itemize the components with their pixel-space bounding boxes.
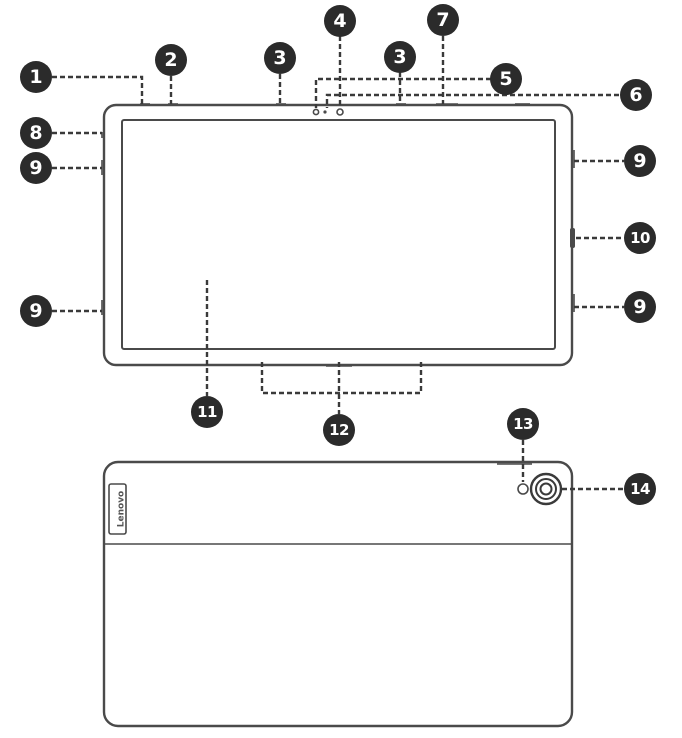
callout-badge-10: 10 bbox=[624, 222, 656, 254]
callout-badge-2: 2 bbox=[155, 44, 187, 76]
svg-text:12: 12 bbox=[329, 421, 349, 439]
usb-c-port bbox=[570, 228, 575, 248]
svg-text:13: 13 bbox=[513, 415, 533, 433]
svg-text:1: 1 bbox=[29, 66, 42, 88]
callout-badge-3-second: 3 bbox=[384, 41, 416, 73]
svg-text:7: 7 bbox=[436, 9, 449, 31]
svg-text:6: 6 bbox=[629, 84, 642, 106]
tablet-back-view: Lenovo bbox=[102, 460, 574, 728]
leader-5 bbox=[314, 77, 491, 108]
light-sensor-icon bbox=[312, 108, 320, 116]
flash-icon bbox=[517, 483, 529, 495]
svg-text:4: 4 bbox=[333, 10, 346, 32]
svg-text:9: 9 bbox=[633, 150, 646, 172]
callout-badge-9-right-bottom: 9 bbox=[624, 291, 656, 323]
svg-text:3: 3 bbox=[273, 47, 286, 69]
svg-text:5: 5 bbox=[499, 68, 512, 90]
sensor-dot-icon bbox=[323, 110, 327, 114]
callout-badge-3: 3 bbox=[264, 42, 296, 74]
svg-text:8: 8 bbox=[29, 122, 42, 144]
svg-text:10: 10 bbox=[630, 229, 650, 247]
callout-badge-9-right-top: 9 bbox=[624, 145, 656, 177]
svg-text:9: 9 bbox=[29, 300, 42, 322]
callout-badge-12: 12 bbox=[323, 414, 355, 446]
lenovo-logo-text: Lenovo bbox=[117, 491, 127, 527]
callout-badge-5: 5 bbox=[490, 63, 522, 95]
svg-text:11: 11 bbox=[197, 403, 217, 421]
callout-badge-8: 8 bbox=[20, 117, 52, 149]
callout-badge-9-left-top: 9 bbox=[20, 152, 52, 184]
callout-badge-4: 4 bbox=[324, 5, 356, 37]
svg-text:9: 9 bbox=[633, 296, 646, 318]
callout-badge-1: 1 bbox=[20, 61, 52, 93]
lenovo-logo: Lenovo bbox=[108, 483, 127, 535]
svg-text:9: 9 bbox=[29, 157, 42, 179]
callout-badge-13: 13 bbox=[507, 408, 539, 440]
front-camera-icon bbox=[336, 108, 344, 116]
tablet-back-body bbox=[102, 460, 574, 728]
svg-text:14: 14 bbox=[630, 480, 650, 498]
touch-screen-area bbox=[121, 119, 556, 350]
leader-12 bbox=[260, 362, 423, 414]
front-camera-cluster bbox=[312, 108, 344, 116]
svg-text:3: 3 bbox=[393, 46, 406, 68]
rear-camera-icon bbox=[529, 472, 563, 506]
callout-badges: 1 2 3 4 3 7 5 6 8 9 9 9 bbox=[20, 4, 656, 505]
callout-badge-6: 6 bbox=[620, 79, 652, 111]
tablet-front-view bbox=[101, 103, 575, 367]
callout-badge-9-left-bottom: 9 bbox=[20, 295, 52, 327]
leader-1 bbox=[52, 75, 144, 104]
leader-6 bbox=[325, 93, 619, 108]
callout-badge-7: 7 bbox=[427, 4, 459, 36]
callout-badge-14: 14 bbox=[624, 473, 656, 505]
svg-text:2: 2 bbox=[164, 49, 177, 71]
callout-badge-11: 11 bbox=[191, 396, 223, 428]
leader-lines bbox=[52, 36, 624, 491]
